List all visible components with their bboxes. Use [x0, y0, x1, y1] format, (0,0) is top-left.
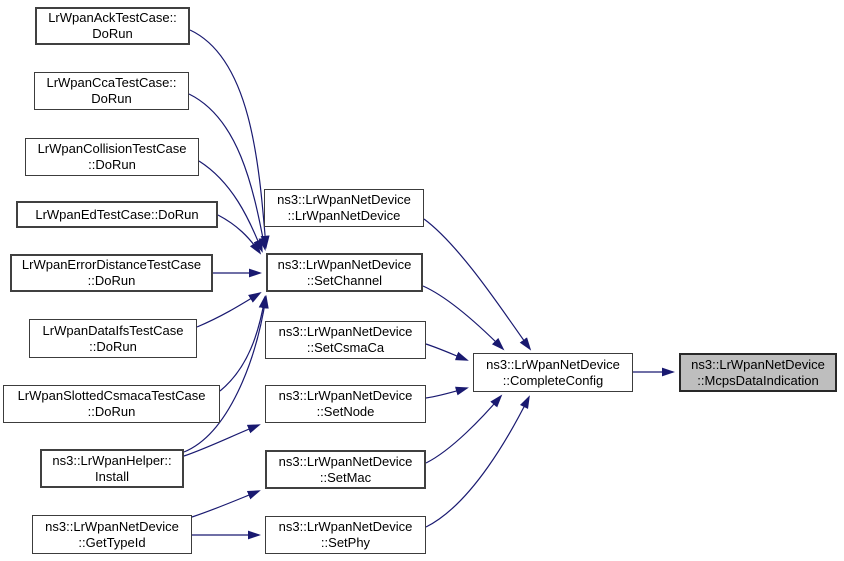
node-label-line2: ::SetPhy — [320, 535, 371, 550]
node-label-line2: DoRun — [91, 91, 132, 106]
node-label-line2: ::DoRun — [87, 404, 136, 419]
node-label-line1: LrWpanDataIfsTestCase — [42, 322, 184, 338]
node-label-line1: LrWpanCcaTestCase:: — [46, 75, 177, 90]
node-label-line2: ::SetCsmaCa — [306, 340, 385, 355]
node-lrwpanacktestcase-dorun[interactable]: LrWpanAckTestCase:: DoRun — [35, 7, 190, 45]
node-label-line2: ::SetMac — [319, 469, 372, 485]
node-label-line2: ::LrWpanNetDevice — [287, 208, 401, 223]
node-label-line2: DoRun — [92, 26, 133, 41]
node-label-line1: ns3::LrWpanNetDevice — [277, 192, 411, 207]
node-lrwpanerrordistancetestcase-dorun[interactable]: LrWpanErrorDistanceTestCase ::DoRun — [10, 254, 213, 292]
node-label-line1: LrWpanErrorDistanceTestCase — [21, 257, 202, 272]
edge-gettypeid-to-setmac — [191, 490, 261, 518]
node-lrwpannetdevice-setmac[interactable]: ns3::LrWpanNetDevice ::SetMac — [265, 450, 426, 489]
node-label-line2: ::DoRun — [89, 338, 137, 354]
edge-slottedcsmaca-to-setchannel — [219, 295, 268, 392]
node-lrwpanedtestcase-dorun[interactable]: LrWpanEdTestCase::DoRun — [16, 201, 218, 228]
node-lrwpanhelper-install[interactable]: ns3::LrWpanHelper:: Install — [40, 449, 184, 488]
node-lrwpannetdevice-setcsmaca[interactable]: ns3::LrWpanNetDevice ::SetCsmaCa — [265, 321, 426, 359]
node-label-line2: ::DoRun — [87, 273, 136, 288]
node-lrwpanslottedcsmacatestcase-dorun[interactable]: LrWpanSlottedCsmacaTestCase ::DoRun — [3, 385, 220, 423]
node-label-line1: ns3::LrWpanNetDevice — [691, 356, 825, 372]
node-label-line1: ns3::LrWpanHelper:: — [52, 452, 172, 468]
node-lrwpancollisiontestcase-dorun[interactable]: LrWpanCollisionTestCase ::DoRun — [25, 138, 199, 176]
edge-cca-to-setchannel — [188, 93, 268, 251]
node-label-line1: LrWpanSlottedCsmacaTestCase — [17, 388, 206, 403]
node-label-line2: ::McpsDataIndication — [697, 372, 819, 388]
node-label-line1: ns3::LrWpanNetDevice — [278, 388, 413, 403]
node-label-line1: LrWpanCollisionTestCase — [37, 141, 187, 156]
node-label-line1: LrWpanAckTestCase:: — [48, 10, 177, 25]
edge-ed-to-setchannel — [217, 214, 262, 255]
node-label-line1: ns3::LrWpanNetDevice — [45, 518, 179, 534]
node-label-line1: ns3::LrWpanNetDevice — [277, 256, 412, 272]
node-label-line1: ns3::LrWpanNetDevice — [278, 519, 413, 534]
node-lrwpannetdevice-mcpsdataindication[interactable]: ns3::LrWpanNetDevice ::McpsDataIndicatio… — [679, 353, 837, 392]
node-lrwpannetdevice-setchannel[interactable]: ns3::LrWpanNetDevice ::SetChannel — [266, 253, 423, 292]
node-lrwpannetdevice-setphy[interactable]: ns3::LrWpanNetDevice ::SetPhy — [265, 516, 426, 554]
edge-setnode-to-completeconfig — [425, 386, 469, 399]
node-label-line1: ns3::LrWpanNetDevice — [278, 453, 413, 469]
node-label-line2: ::GetTypeId — [78, 534, 146, 550]
edge-install-to-setchannel — [183, 295, 269, 453]
edge-dataifs-to-setchannel — [196, 291, 262, 328]
edge-collision-to-setchannel — [198, 160, 263, 253]
edge-ctor-to-completeconfig — [423, 218, 532, 351]
node-label-line2: ::CompleteConfig — [502, 372, 604, 388]
edge-install-to-setnode — [183, 424, 261, 457]
node-label-line2: Install — [95, 468, 129, 484]
node-lrwpanccatestcase-dorun[interactable]: LrWpanCcaTestCase:: DoRun — [34, 72, 189, 110]
edge-setcsmaca-to-completeconfig — [425, 343, 469, 361]
node-label-line2: ::DoRun — [88, 157, 136, 172]
node-label-line1: ns3::LrWpanNetDevice — [486, 356, 620, 372]
node-label-line2: ::SetNode — [316, 404, 375, 419]
node-lrwpannetdevice-constructor[interactable]: ns3::LrWpanNetDevice ::LrWpanNetDevice — [264, 189, 424, 227]
node-label-line1: LrWpanEdTestCase::DoRun — [35, 206, 199, 222]
node-lrwpannetdevice-gettypeid[interactable]: ns3::LrWpanNetDevice ::GetTypeId — [32, 515, 192, 554]
edge-setmac-to-completeconfig — [425, 394, 503, 464]
node-lrwpandataifstestcase-dorun[interactable]: LrWpanDataIfsTestCase ::DoRun — [29, 319, 197, 358]
node-label-line1: ns3::LrWpanNetDevice — [278, 324, 413, 339]
node-lrwpannetdevice-setnode[interactable]: ns3::LrWpanNetDevice ::SetNode — [265, 385, 426, 423]
edge-setphy-to-completeconfig — [425, 395, 530, 528]
edge-setchannel-to-completeconfig — [422, 285, 505, 351]
node-lrwpannetdevice-completeconfig[interactable]: ns3::LrWpanNetDevice ::CompleteConfig — [473, 353, 633, 392]
node-label-line2: ::SetChannel — [306, 272, 383, 288]
edge-ack-to-setchannel — [189, 29, 270, 249]
